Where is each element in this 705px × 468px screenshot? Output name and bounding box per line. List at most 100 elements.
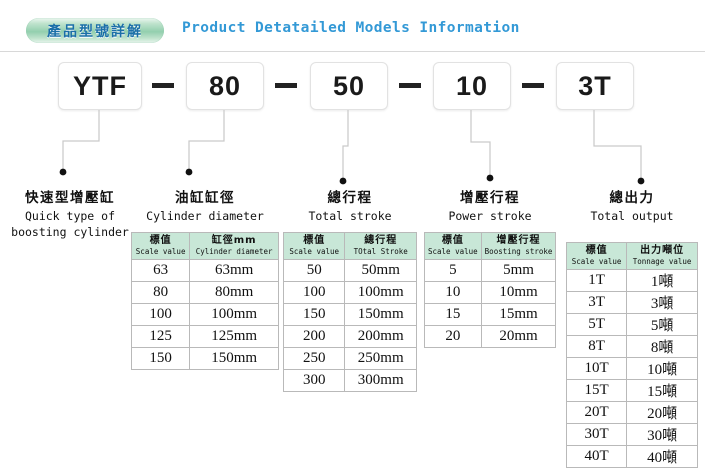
table-header-en: Tonnage value bbox=[632, 257, 692, 266]
table-cell-scale: 300 bbox=[282, 369, 346, 392]
connector-line-2 bbox=[188, 110, 225, 171]
table-cell-scale: 3T bbox=[565, 291, 628, 314]
connector-line-1 bbox=[62, 110, 100, 171]
table-cell-scale: 10T bbox=[565, 357, 628, 380]
model-dash-3 bbox=[399, 83, 421, 88]
table-row: 63 63mm bbox=[130, 259, 279, 282]
table-row: 100 100mm bbox=[282, 281, 417, 304]
table-cell-value: 40噸 bbox=[626, 445, 698, 468]
table-row: 10 10mm bbox=[424, 281, 557, 304]
header-divider bbox=[0, 51, 705, 52]
table-cell-value: 8噸 bbox=[626, 335, 698, 358]
model-code-row: YTF 80 50 10 3T bbox=[0, 62, 705, 110]
table-cell-scale: 20T bbox=[565, 401, 628, 424]
table-cell-value: 250mm bbox=[344, 347, 417, 370]
column-3-title-en: Total stroke bbox=[308, 209, 392, 223]
table-row: 250 250mm bbox=[282, 347, 417, 370]
column-cylinder-diameter: 油缸缸徑 Cylinder diameter 標值 Scale value 缸徑… bbox=[130, 190, 279, 370]
table-cell-scale: 100 bbox=[130, 303, 191, 326]
table-row: 80 80mm bbox=[130, 281, 279, 304]
table-cell-scale: 15 bbox=[424, 303, 482, 326]
column-1-title-en-line2: boosting cylinder bbox=[11, 225, 129, 239]
table-power-stroke: 標值 Scale value 增壓行程 Boosting stroke 5 5m… bbox=[424, 232, 557, 348]
table-total-stroke: 標值 Scale value 總行程 TOtal Stroke 50 50mm … bbox=[282, 232, 417, 392]
table-row: 3T 3噸 bbox=[565, 291, 698, 314]
connector-dot-1 bbox=[59, 168, 67, 176]
table-row: 1T 1噸 bbox=[565, 269, 698, 292]
table-header-cn: 標值 bbox=[303, 235, 326, 246]
header-badge-label: 產品型號詳解 bbox=[47, 23, 143, 40]
table-header-cell: 總行程 TOtal Stroke bbox=[344, 232, 417, 260]
table-row: 100 100mm bbox=[130, 303, 279, 326]
table-cell-scale: 1T bbox=[565, 269, 628, 292]
table-cell-value: 150mm bbox=[189, 347, 279, 370]
column-5-title-en: Total output bbox=[590, 209, 674, 223]
table-row: 125 125mm bbox=[130, 325, 279, 348]
table-cell-value: 20mm bbox=[480, 325, 557, 348]
column-2-title-en: Cylinder diameter bbox=[146, 209, 264, 223]
table-header-row: 標值 Scale value 缸徑mm Cylinder diameter bbox=[130, 232, 279, 260]
model-segment-2: 80 bbox=[186, 62, 264, 110]
table-cell-value: 50mm bbox=[344, 259, 417, 282]
page-header: 產品型號詳解 Product Detatailed Models Informa… bbox=[0, 0, 705, 52]
table-header-row: 標值 Scale value 增壓行程 Boosting stroke bbox=[424, 232, 557, 260]
table-header-en: Scale value bbox=[289, 247, 340, 256]
column-4-title-cn: 增壓行程 bbox=[460, 190, 520, 206]
table-row: 20 20mm bbox=[424, 325, 557, 348]
table-header-cell: 標值 Scale value bbox=[130, 232, 191, 260]
table-header-row: 標值 Scale value 出力噸位 Tonnage value bbox=[565, 242, 698, 270]
column-5-title-cn: 總出力 bbox=[609, 190, 655, 206]
table-header-cell: 標值 Scale value bbox=[424, 232, 482, 260]
table-cell-scale: 80 bbox=[130, 281, 191, 304]
table-cell-value: 80mm bbox=[189, 281, 279, 304]
table-cell-scale: 150 bbox=[282, 303, 346, 326]
connector-line-4 bbox=[470, 110, 491, 177]
table-row: 150 150mm bbox=[130, 347, 279, 370]
table-cell-value: 200mm bbox=[344, 325, 417, 348]
table-cell-scale: 20 bbox=[424, 325, 482, 348]
table-total-output: 標值 Scale value 出力噸位 Tonnage value 1T 1噸 … bbox=[565, 242, 698, 468]
column-quick-type-boosting-cylinder: 快速型增壓缸 Quick type of boosting cylinder bbox=[0, 190, 140, 239]
table-cell-scale: 40T bbox=[565, 445, 628, 468]
table-cell-scale: 250 bbox=[282, 347, 346, 370]
column-3-title-cn: 總行程 bbox=[327, 190, 373, 206]
table-header-cn: 標值 bbox=[585, 245, 608, 256]
table-row: 5T 5噸 bbox=[565, 313, 698, 336]
table-cell-value: 10mm bbox=[480, 281, 557, 304]
table-header-en: Cylinder diameter bbox=[195, 247, 273, 256]
column-total-stroke: 總行程 Total stroke 標值 Scale value 總行程 TOta… bbox=[282, 190, 417, 392]
table-cell-value: 1噸 bbox=[626, 269, 698, 292]
table-header-en: Boosting stroke bbox=[484, 247, 553, 256]
header-badge: 產品型號詳解 bbox=[26, 18, 164, 43]
connector-line-3 bbox=[342, 110, 349, 180]
page-title: Product Detatailed Models Information bbox=[182, 20, 520, 36]
model-segment-5-text: 3T bbox=[578, 70, 612, 101]
table-cell-value: 150mm bbox=[344, 303, 417, 326]
column-1-title-en-line1: Quick type of bbox=[24, 209, 115, 223]
column-power-stroke: 增壓行程 Power stroke 標值 Scale value 增壓行程 Bo… bbox=[424, 190, 557, 348]
model-segment-1-text: YTF bbox=[73, 70, 127, 101]
table-cell-scale: 5 bbox=[424, 259, 482, 282]
connector-dot-3 bbox=[339, 177, 347, 185]
model-dash-4 bbox=[522, 83, 544, 88]
table-header-en: TOtal Stroke bbox=[353, 247, 408, 256]
table-cell-scale: 100 bbox=[282, 281, 346, 304]
model-segment-4: 10 bbox=[433, 62, 511, 110]
model-segment-3-text: 50 bbox=[332, 70, 366, 101]
table-cell-scale: 5T bbox=[565, 313, 628, 336]
table-header-cell: 缸徑mm Cylinder diameter bbox=[189, 232, 279, 260]
table-row: 50 50mm bbox=[282, 259, 417, 282]
table-cell-scale: 125 bbox=[130, 325, 191, 348]
table-header-cn: 增壓行程 bbox=[496, 235, 541, 246]
model-segment-2-text: 80 bbox=[208, 70, 242, 101]
model-segment-3: 50 bbox=[310, 62, 388, 110]
table-row: 15 15mm bbox=[424, 303, 557, 326]
table-row: 5 5mm bbox=[424, 259, 557, 282]
connector-dot-2 bbox=[185, 168, 193, 176]
table-cell-scale: 150 bbox=[130, 347, 191, 370]
table-cell-scale: 50 bbox=[282, 259, 346, 282]
table-header-en: Scale value bbox=[428, 247, 478, 256]
table-header-cell: 出力噸位 Tonnage value bbox=[626, 242, 698, 270]
table-cell-value: 100mm bbox=[344, 281, 417, 304]
table-header-cn: 出力噸位 bbox=[640, 245, 685, 256]
